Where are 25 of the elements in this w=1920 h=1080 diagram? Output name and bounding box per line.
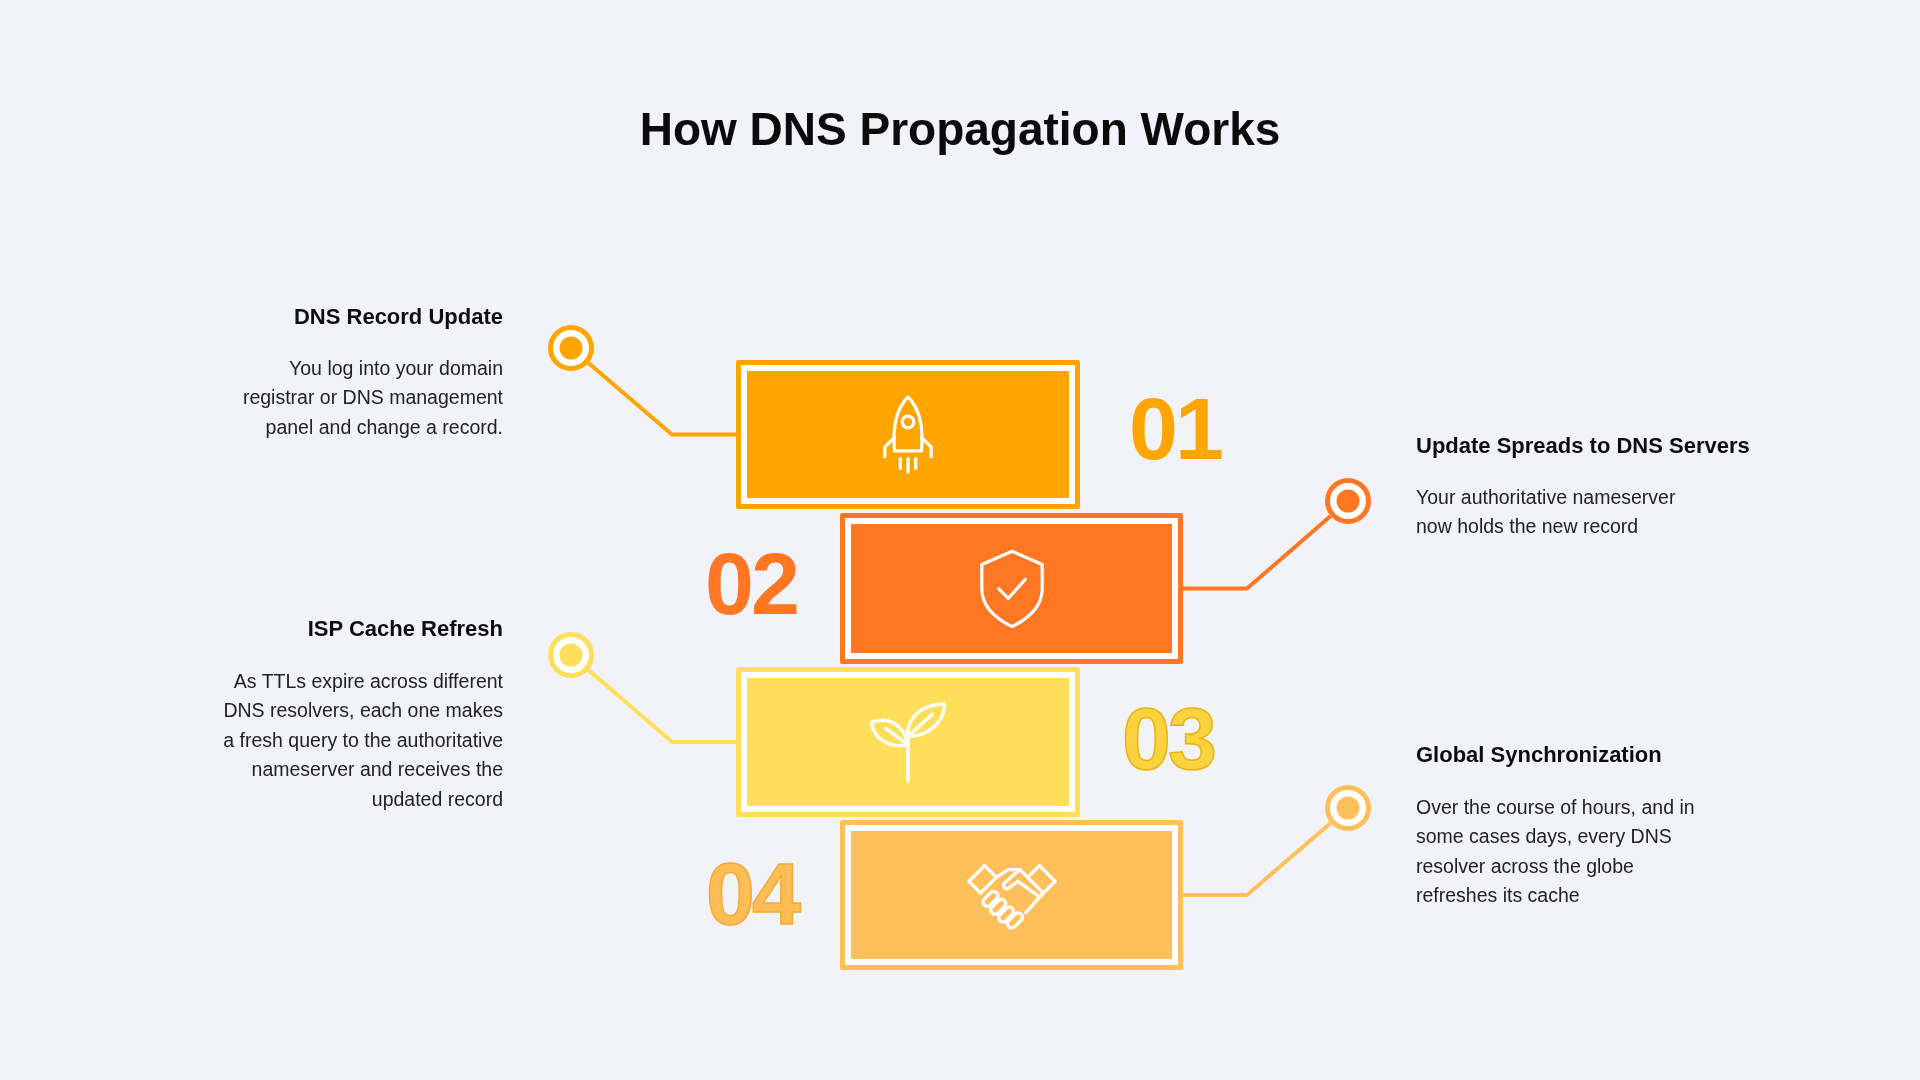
step-heading: DNS Record Update — [293, 303, 503, 331]
step-description: As TTLs expire across different DNS resolvers, each one makes a fresh query to the authoritative nameserver and receives the updated record — [222, 669, 503, 812]
circle-marker — [548, 325, 594, 371]
step-description: Your authoritative nameserver now holds the new record — [1416, 485, 1677, 540]
step-description: You log into your domain registrar or DNS management panel and change a record. — [241, 356, 503, 440]
step-box — [736, 360, 1080, 509]
step-heading: Update Spreads to DNS Servers — [1416, 432, 1750, 460]
title: How DNS Propagation Works — [639, 103, 1281, 155]
step-box — [840, 820, 1183, 970]
leader-line — [1183, 514, 1332, 591]
step-number: 01 — [1129, 385, 1221, 473]
step-description: Over the course of hours, and in some cases days, every DNS resolver across the globe refreshes its cache — [1416, 795, 1696, 909]
leader-line — [587, 361, 736, 437]
step-number: 02 — [705, 540, 797, 628]
step-heading: ISP Cache Refresh — [307, 615, 503, 643]
step-number: 03 — [1122, 695, 1214, 783]
step-box — [736, 667, 1080, 817]
circle-marker — [1325, 478, 1371, 524]
leader-line — [1183, 821, 1332, 897]
circle-marker — [1325, 785, 1371, 831]
leader-line — [587, 668, 736, 744]
circle-marker — [548, 632, 594, 678]
step-heading: Global Synchronization — [1416, 741, 1662, 769]
step-number: 04 — [706, 850, 798, 938]
step-box — [840, 513, 1183, 664]
